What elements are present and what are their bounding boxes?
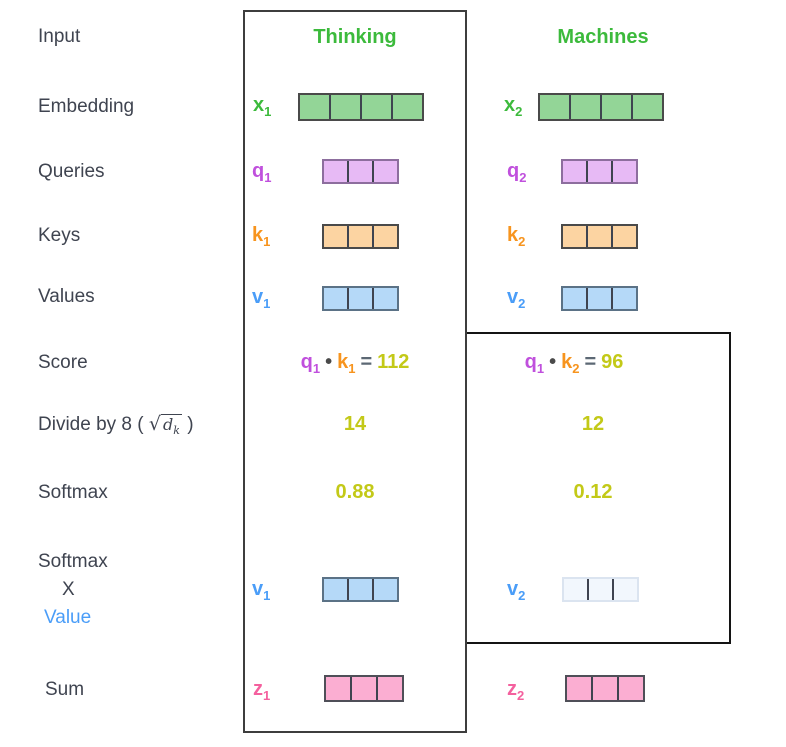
- vector-x2: [538, 93, 664, 121]
- row-label-queries: Queries: [38, 161, 105, 182]
- vector-label-v2: v2: [507, 286, 526, 311]
- vector-cell: [372, 288, 397, 309]
- vector-cell: [329, 95, 360, 119]
- row-label-sum: Sum: [45, 679, 85, 700]
- vector-k2: [561, 224, 638, 249]
- vector-cell: [586, 288, 611, 309]
- score-expression-left: q1•k1=112: [300, 351, 410, 376]
- vector-label-z2: z2: [507, 678, 525, 703]
- thinking-column-outline: [243, 10, 467, 733]
- vector-z1: [324, 675, 404, 702]
- row-label-embedding: Embedding: [38, 96, 135, 117]
- vector-cell: [347, 288, 372, 309]
- vector-label-z1: z1: [253, 678, 271, 703]
- vector-z2: [565, 675, 645, 702]
- vector-cell: [631, 95, 662, 119]
- vector-cell: [347, 226, 372, 247]
- vector-q2: [561, 159, 638, 184]
- vector-cell: [324, 161, 347, 182]
- vector-cell: [569, 95, 600, 119]
- vector-v2: [561, 286, 638, 311]
- sqrt-symbol: √: [148, 413, 161, 435]
- score-expression-right: q1•k2=96: [524, 351, 624, 376]
- column-header-machines: Machines: [557, 26, 649, 48]
- divide-suffix: ): [187, 414, 194, 435]
- row-label-softmax-x-value: Softmax X Value: [38, 548, 108, 632]
- softmax-x-value-line1: Softmax: [38, 551, 108, 572]
- vector-cell: [300, 95, 329, 119]
- vector-x1: [298, 93, 424, 121]
- vector-cell: [586, 161, 611, 182]
- vector-label-v2-weighted: v2: [507, 578, 526, 603]
- dot-operator: •: [325, 351, 333, 373]
- vector-cell: [567, 677, 591, 700]
- vector-label-x1: x1: [253, 94, 272, 119]
- vector-v2-weighted-faded: [562, 577, 639, 602]
- vector-cell: [350, 677, 376, 700]
- vector-cell: [324, 226, 347, 247]
- vector-cell: [372, 226, 397, 247]
- softmax-value-right: 0.12: [573, 481, 613, 503]
- vector-cell: [563, 288, 586, 309]
- vector-cell: [587, 579, 612, 600]
- dot-operator: •: [549, 351, 557, 373]
- vector-cell: [326, 677, 350, 700]
- softmax-x-value-line2: X: [62, 579, 75, 600]
- score-value-left: 112: [377, 351, 410, 373]
- vector-cell: [347, 161, 372, 182]
- vector-cell: [360, 95, 391, 119]
- score-value-right: 96: [601, 351, 624, 373]
- vector-cell: [347, 579, 372, 600]
- vector-cell: [391, 95, 422, 119]
- row-label-divide: Divide by 8 ( √dk ): [38, 413, 194, 442]
- vector-label-k1: k1: [252, 224, 271, 249]
- vector-cell: [563, 161, 586, 182]
- vector-cell: [586, 226, 611, 247]
- vector-label-v1: v1: [252, 286, 271, 311]
- vector-cell: [563, 226, 586, 247]
- divide-value-right: 12: [581, 413, 605, 435]
- vector-label-q2: q2: [507, 160, 527, 185]
- softmax-x-value-line3: Value: [44, 607, 92, 628]
- row-label-score: Score: [38, 352, 88, 373]
- vector-q1: [322, 159, 399, 184]
- vector-label-q1: q1: [252, 160, 272, 185]
- equals-sign: =: [584, 351, 597, 373]
- vector-cell: [600, 95, 631, 119]
- vector-cell: [617, 677, 643, 700]
- vector-k1: [322, 224, 399, 249]
- softmax-value-left: 0.88: [335, 481, 375, 503]
- divide-prefix: Divide by 8 (: [38, 414, 144, 435]
- column-header-thinking: Thinking: [313, 26, 397, 48]
- vector-cell: [611, 226, 636, 247]
- row-label-input: Input: [38, 26, 81, 47]
- divide-value-left: 14: [343, 413, 367, 435]
- row-label-softmax: Softmax: [38, 482, 108, 503]
- vector-label-x2: x2: [504, 94, 523, 119]
- vector-cell: [611, 288, 636, 309]
- vector-cell: [324, 288, 347, 309]
- row-label-values: Values: [38, 286, 95, 307]
- vector-v1-weighted: [322, 577, 399, 602]
- equals-sign: =: [360, 351, 373, 373]
- dk-radicand: dk: [161, 414, 182, 438]
- vector-cell: [372, 579, 397, 600]
- vector-label-v1-weighted: v1: [252, 578, 271, 603]
- vector-cell: [324, 579, 347, 600]
- vector-cell: [376, 677, 402, 700]
- vector-cell: [540, 95, 569, 119]
- vector-cell: [612, 579, 637, 600]
- vector-cell: [591, 677, 617, 700]
- vector-cell: [564, 579, 587, 600]
- row-label-keys: Keys: [38, 225, 81, 246]
- vector-v1: [322, 286, 399, 311]
- vector-cell: [372, 161, 397, 182]
- vector-label-k2: k2: [507, 224, 526, 249]
- vector-cell: [611, 161, 636, 182]
